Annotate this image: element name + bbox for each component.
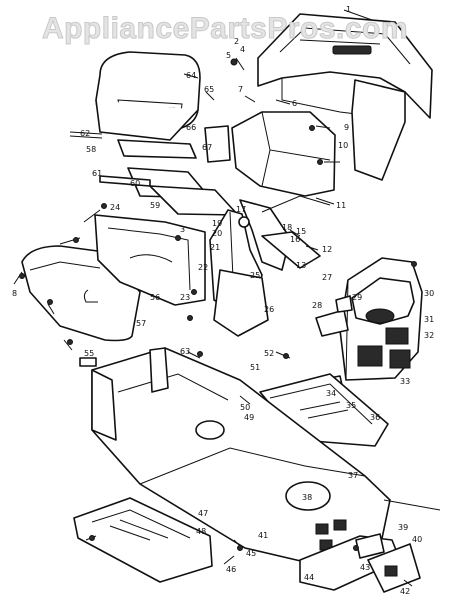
callout-19: 19 [212, 219, 222, 228]
callout-58: 58 [86, 145, 96, 154]
callout-64: 64 [186, 71, 196, 80]
callout-50: 50 [240, 403, 250, 412]
hood [257, 13, 433, 181]
callout-26: 26 [264, 305, 274, 314]
callout-21: 21 [210, 243, 220, 252]
callout-15: 15 [296, 227, 306, 236]
callout-8: 8 [12, 289, 17, 298]
callout-17: 17 [236, 205, 246, 214]
callout-2: 2 [234, 37, 239, 46]
callout-11: 11 [336, 201, 346, 210]
callout-22: 22 [198, 263, 208, 272]
callout-35: 35 [346, 401, 356, 410]
callout-44: 44 [304, 573, 314, 582]
callout-3: 3 [180, 225, 185, 234]
hardware [19, 58, 417, 551]
callout-4: 4 [240, 45, 245, 54]
callout-42: 42 [400, 587, 410, 596]
callout-48: 48 [196, 527, 206, 536]
callout-49: 49 [244, 413, 254, 422]
callout-66: 66 [186, 123, 196, 132]
callout-31: 31 [424, 315, 434, 324]
callout-46: 46 [226, 565, 236, 574]
callout-25: 25 [250, 271, 260, 280]
seat [95, 51, 201, 141]
callout-29: 29 [352, 293, 362, 302]
grille [339, 257, 423, 381]
callout-63: 63 [180, 347, 190, 356]
dashboard-panel [213, 269, 269, 337]
callout-16: 16 [290, 235, 300, 244]
callout-37: 37 [348, 471, 358, 480]
front-bumper-bracket [367, 543, 421, 593]
callout-55: 55 [84, 349, 94, 358]
callout-28: 28 [312, 301, 322, 310]
callout-65: 65 [204, 85, 214, 94]
callout-27: 27 [322, 273, 332, 282]
callout-33: 33 [400, 377, 410, 386]
callout-57: 57 [136, 319, 146, 328]
callout-67: 67 [202, 143, 212, 152]
callout-45: 45 [246, 549, 256, 558]
callout-12: 12 [322, 245, 332, 254]
callout-61: 61 [92, 169, 102, 178]
callout-52: 52 [264, 349, 274, 358]
callout-24: 24 [110, 203, 120, 212]
callout-1: 1 [346, 5, 351, 14]
callout-36: 36 [370, 413, 380, 422]
callout-32: 32 [424, 331, 434, 340]
callout-43: 43 [360, 563, 370, 572]
dash-cover [231, 111, 336, 197]
callout-47: 47 [198, 509, 208, 518]
callout-40: 40 [412, 535, 422, 544]
callout-13: 13 [296, 261, 306, 270]
leader-lines [13, 9, 441, 587]
callout-18: 18 [282, 223, 292, 232]
callout-10: 10 [338, 141, 348, 150]
callout-39: 39 [398, 523, 408, 532]
callout-60: 60 [130, 179, 140, 188]
callout-9: 9 [344, 123, 349, 132]
seat-panel [149, 125, 239, 216]
callout-5: 5 [226, 51, 231, 60]
callout-41: 41 [258, 531, 268, 540]
callout-51: 51 [250, 363, 260, 372]
callout-34: 34 [326, 389, 336, 398]
callout-20: 20 [212, 229, 222, 238]
callout-62: 62 [80, 129, 90, 138]
callout-23: 23 [180, 293, 190, 302]
callout-labels: 1 2 3 4 5 6 7 8 9 10 11 12 13 15 16 17 1… [12, 5, 434, 596]
battery-bracket [79, 357, 97, 367]
callout-6: 6 [292, 99, 297, 108]
left-footrest [73, 497, 213, 583]
callout-56: 56 [150, 293, 160, 302]
callout-30: 30 [424, 289, 434, 298]
callout-7: 7 [238, 85, 243, 94]
callout-59: 59 [150, 201, 160, 210]
callout-38: 38 [302, 493, 312, 502]
